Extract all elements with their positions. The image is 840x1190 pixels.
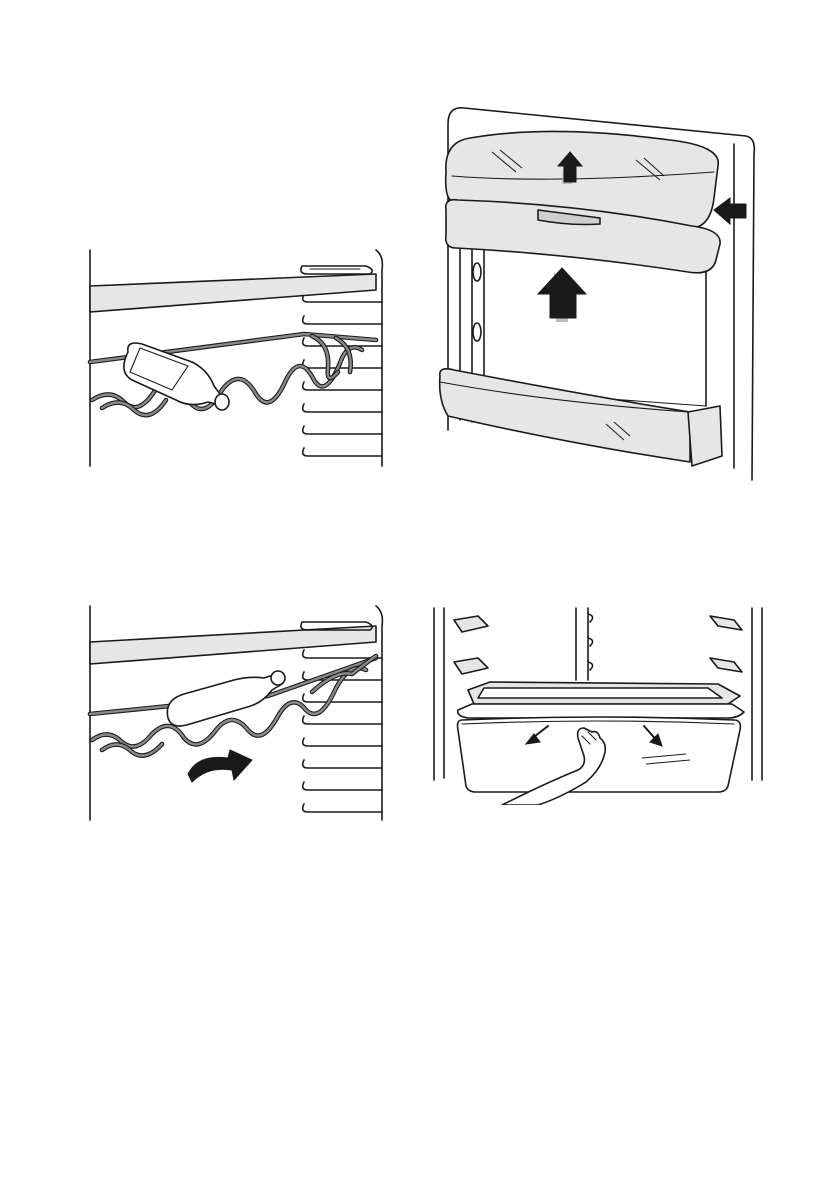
shelf-support-ribs [303, 294, 382, 456]
figure-door-balcony-removal [430, 100, 760, 485]
curved-arrow-icon [188, 750, 252, 782]
wine-bottle-icon [167, 671, 285, 726]
door-balcony-icon [446, 131, 720, 272]
rail-slot [473, 323, 481, 341]
wine-bottle-icon [124, 343, 229, 410]
figure-wine-rack-tilt [80, 600, 390, 825]
glass-shelf-icon [90, 266, 376, 312]
up-arrow-icon [538, 268, 586, 322]
rail-slot [473, 263, 481, 281]
left-arrow-icon [714, 198, 746, 224]
figure-crisper-drawer [428, 600, 768, 805]
door-balcony-icon [440, 369, 722, 466]
figure-wine-rack-bottle [80, 240, 390, 470]
